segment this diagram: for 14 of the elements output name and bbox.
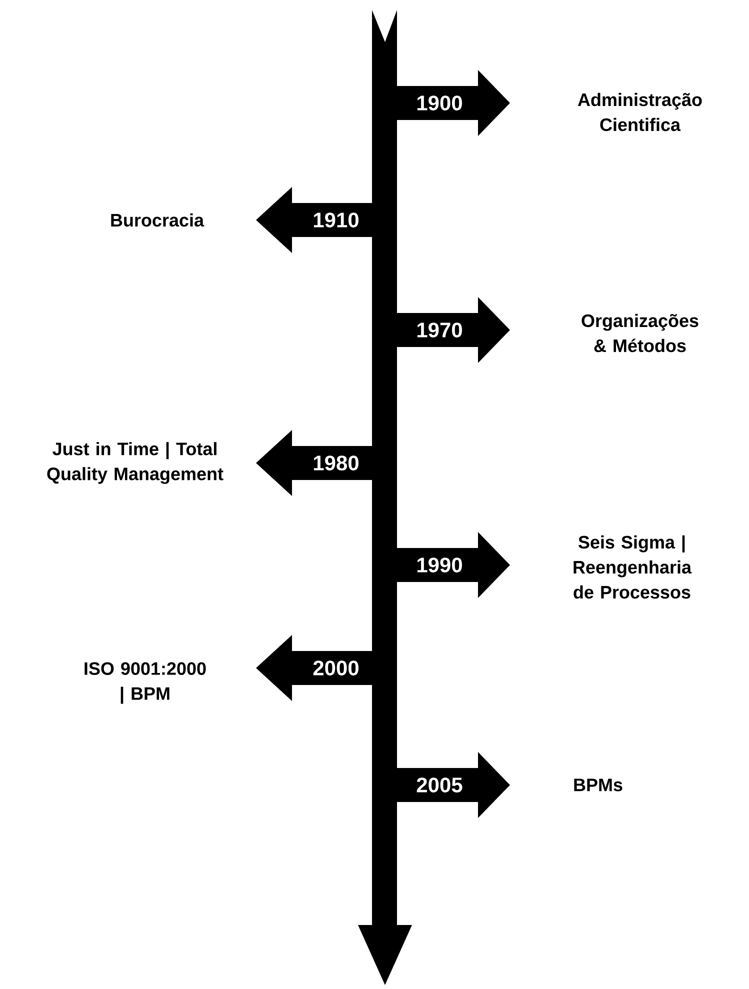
- node-label: 1900: [417, 96, 462, 110]
- node-label: 1970: [417, 322, 462, 338]
- node-label: 1910: [314, 212, 358, 228]
- event-label: Organizações & Métodos: [582, 314, 698, 352]
- node-label: 1990: [417, 558, 462, 572]
- node-label: 1980: [314, 456, 358, 470]
- event-label: Administração Cientifica: [578, 92, 702, 132]
- node-label: 2005: [416, 778, 462, 792]
- event-label: ISO 9001:2000 | BPM: [84, 662, 206, 704]
- event-label: Seis Sigma | Reengenharia de Processos: [574, 535, 692, 599]
- event-label: Burocracia: [111, 213, 204, 227]
- event-label: BPMs: [574, 778, 622, 792]
- event-label: Just in Time | Total Quality Management: [47, 442, 224, 484]
- node-label: 2000: [313, 660, 358, 676]
